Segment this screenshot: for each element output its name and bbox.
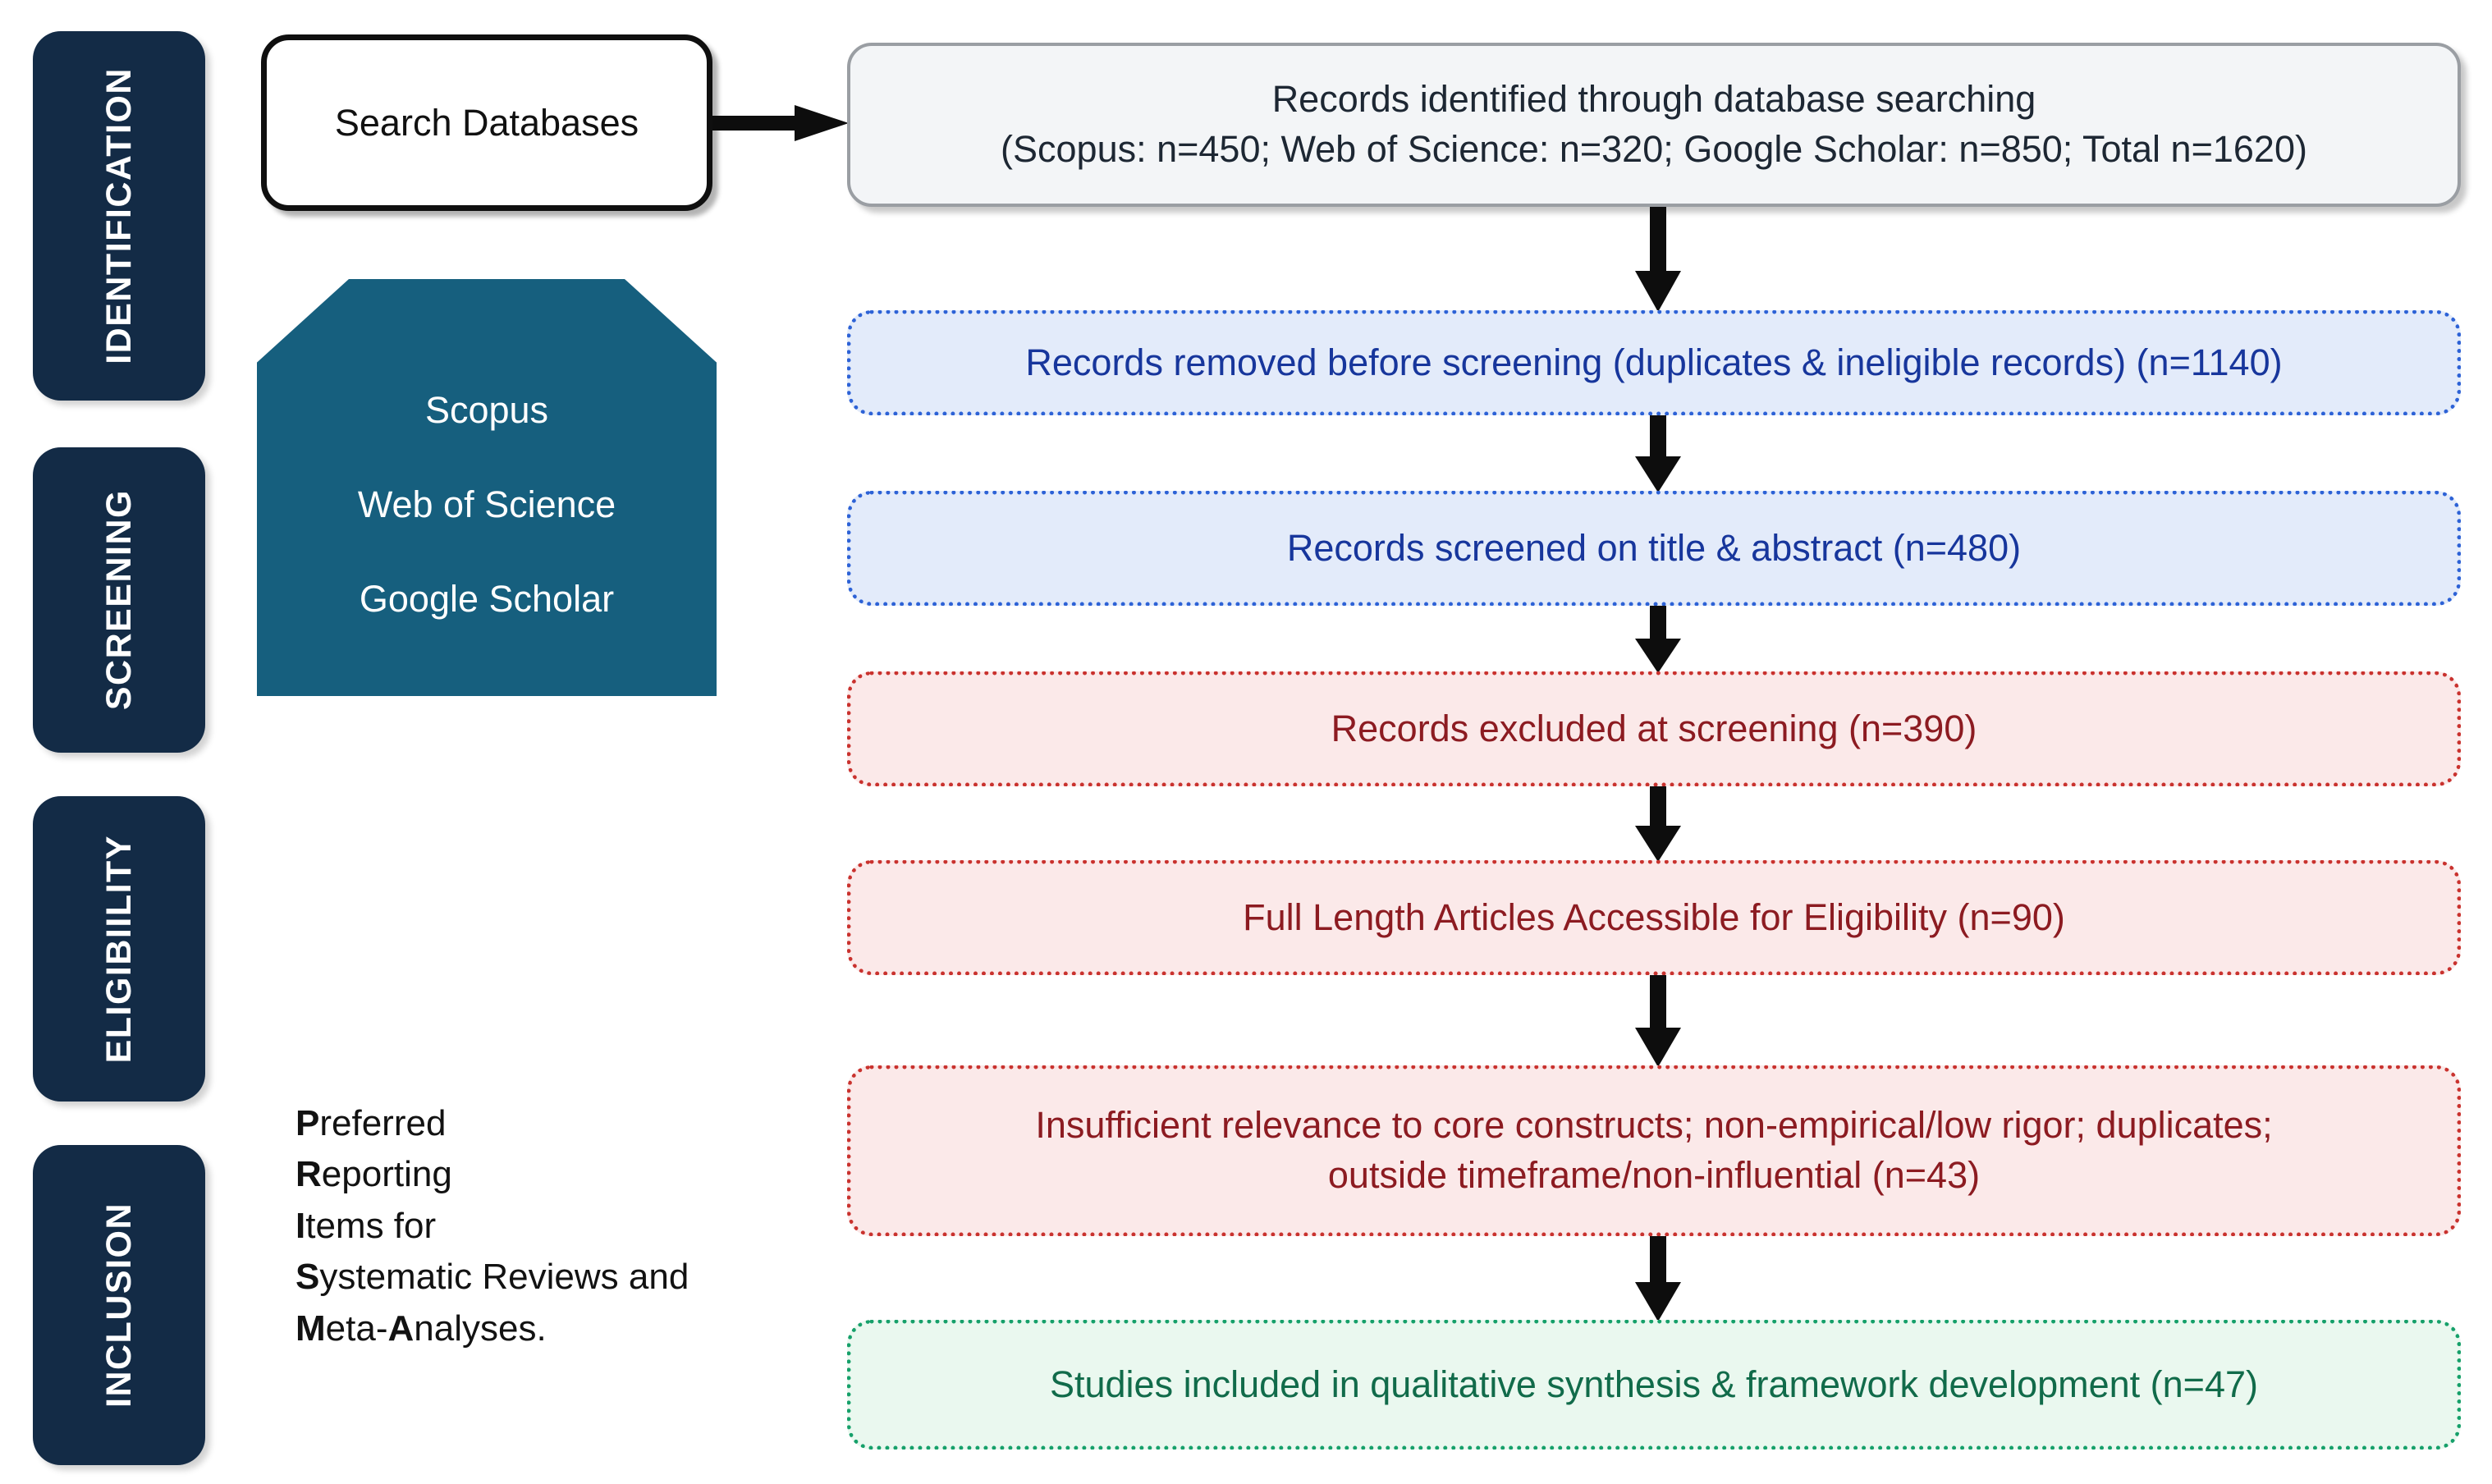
flow-box-records-removed: Records removed before screening (duplic… xyxy=(847,310,2461,415)
flow-text-records-screened: Records screened on title & abstract (n=… xyxy=(1286,526,2022,569)
arrow-fulltext-to-reasons-icon xyxy=(1635,975,1681,1067)
flow-box-records-excluded: Records excluded at screening (n=390) xyxy=(847,671,2461,786)
stage-label-screening: SCREENING xyxy=(98,489,139,711)
stage-label-inclusion: INCLUSION xyxy=(98,1202,139,1408)
arrow-removed-to-screened-icon xyxy=(1635,415,1681,492)
databases-pentagon: Scopus Web of Science Google Scholar xyxy=(257,279,717,696)
prisma-initial-a: A xyxy=(387,1308,415,1349)
flow-text-full-text-eligibility: Full Length Articles Accessible for Elig… xyxy=(1243,895,2065,938)
prisma-initial-i: I xyxy=(295,1205,306,1246)
prisma-line-reporting: Reporting xyxy=(295,1149,821,1200)
exclusion-reasons-line2: outside timeframe/non-influential (n=43) xyxy=(1327,1154,1981,1196)
prisma-rest-preferred: referred xyxy=(319,1103,447,1143)
prisma-mid-meta: eta- xyxy=(325,1308,388,1349)
flow-text-records-identified: Records identified through database sear… xyxy=(971,75,2337,175)
flow-box-records-screened: Records screened on title & abstract (n=… xyxy=(847,491,2461,606)
prisma-line-items: Items for xyxy=(295,1201,821,1252)
arrow-excluded-to-fulltext-icon xyxy=(1635,786,1681,862)
arrow-identified-to-removed-icon xyxy=(1635,207,1681,312)
flow-text-records-excluded: Records excluded at screening (n=390) xyxy=(1331,707,1977,749)
flow-box-exclusion-reasons: Insufficient relevance to core construct… xyxy=(847,1065,2461,1236)
flow-box-studies-included: Studies included in qualitative synthesi… xyxy=(847,1320,2461,1450)
search-databases-box: Search Databases xyxy=(261,34,712,211)
database-name-scopus: Scopus xyxy=(424,388,549,431)
flow-text-studies-included: Studies included in qualitative synthesi… xyxy=(1049,1363,2259,1405)
exclusion-reasons-line1: Insufficient relevance to core construct… xyxy=(1035,1104,2273,1147)
database-name-google-scholar: Google Scholar xyxy=(359,577,615,620)
prisma-initial-m: M xyxy=(295,1308,326,1349)
prisma-initial-s: S xyxy=(295,1257,320,1298)
stage-bar-identification: IDENTIFICATION xyxy=(33,31,205,401)
stage-label-eligibility: ELIGIBIILITY xyxy=(98,834,139,1064)
arrow-search-to-identified-icon xyxy=(712,105,849,141)
prisma-rest-systematic: ystematic Reviews and xyxy=(319,1257,689,1298)
database-name-web-of-science: Web of Science xyxy=(357,483,616,525)
prisma-rest-reporting: eporting xyxy=(321,1154,452,1195)
stage-label-identification: IDENTIFICATION xyxy=(98,67,139,364)
prisma-initial-p: P xyxy=(295,1103,320,1143)
records-identified-line2: (Scopus: n=450; Web of Science: n=320; G… xyxy=(1001,128,2307,170)
flow-box-full-text-eligibility: Full Length Articles Accessible for Elig… xyxy=(847,860,2461,975)
prisma-initial-r: R xyxy=(295,1154,322,1195)
search-databases-label: Search Databases xyxy=(334,101,639,144)
prisma-rest-items: tems for xyxy=(305,1205,437,1246)
records-identified-line1: Records identified through database sear… xyxy=(1271,78,2036,121)
flow-text-exclusion-reasons: Insufficient relevance to core construct… xyxy=(1006,1101,2302,1201)
arrow-reasons-to-included-icon xyxy=(1635,1236,1681,1321)
flow-text-records-removed: Records removed before screening (duplic… xyxy=(1025,341,2283,383)
arrow-screened-to-excluded-icon xyxy=(1635,606,1681,673)
prisma-line-meta-analyses: Meta-Analyses. xyxy=(295,1303,821,1354)
prisma-line-systematic: Systematic Reviews and xyxy=(295,1252,821,1303)
flow-box-records-identified: Records identified through database sear… xyxy=(847,43,2461,207)
prisma-acronym-legend: Preferred Reporting Items for Systematic… xyxy=(295,1098,821,1354)
stage-bar-inclusion: INCLUSION xyxy=(33,1145,205,1465)
prisma-line-preferred: Preferred xyxy=(295,1098,821,1149)
prisma-rest-analyses: nalyses. xyxy=(414,1308,547,1349)
stage-bar-screening: SCREENING xyxy=(33,447,205,753)
stage-bar-eligibility: ELIGIBIILITY xyxy=(33,796,205,1102)
